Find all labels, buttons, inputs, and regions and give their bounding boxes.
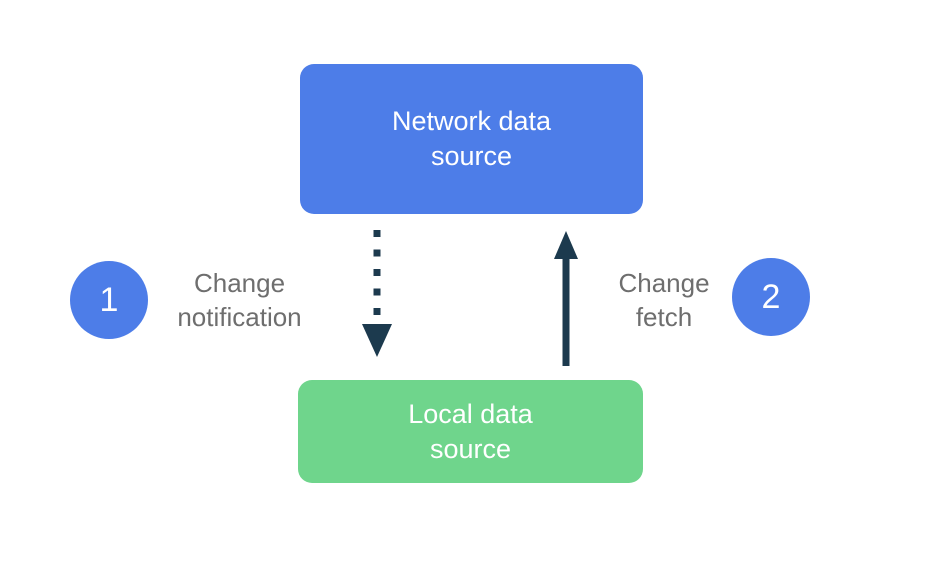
network-data-source-node: Network data source <box>300 64 643 214</box>
step-1-number: 1 <box>99 280 119 319</box>
arrowhead-down-icon <box>362 324 392 357</box>
step-1-badge: 1 <box>70 261 148 339</box>
local-data-source-node: Local data source <box>298 380 643 483</box>
network-data-source-label: Network data source <box>391 106 552 171</box>
step-2-badge: 2 <box>732 258 810 336</box>
change-fetch-arrow <box>554 231 578 366</box>
change-notification-arrow <box>362 230 392 357</box>
local-data-source-label: Local data source <box>408 398 533 464</box>
step-2-number: 2 <box>761 277 781 316</box>
arrowhead-up-icon <box>554 231 578 259</box>
change-notification-label: Change notification <box>177 268 302 332</box>
change-fetch-label: Change fetch <box>618 268 710 332</box>
